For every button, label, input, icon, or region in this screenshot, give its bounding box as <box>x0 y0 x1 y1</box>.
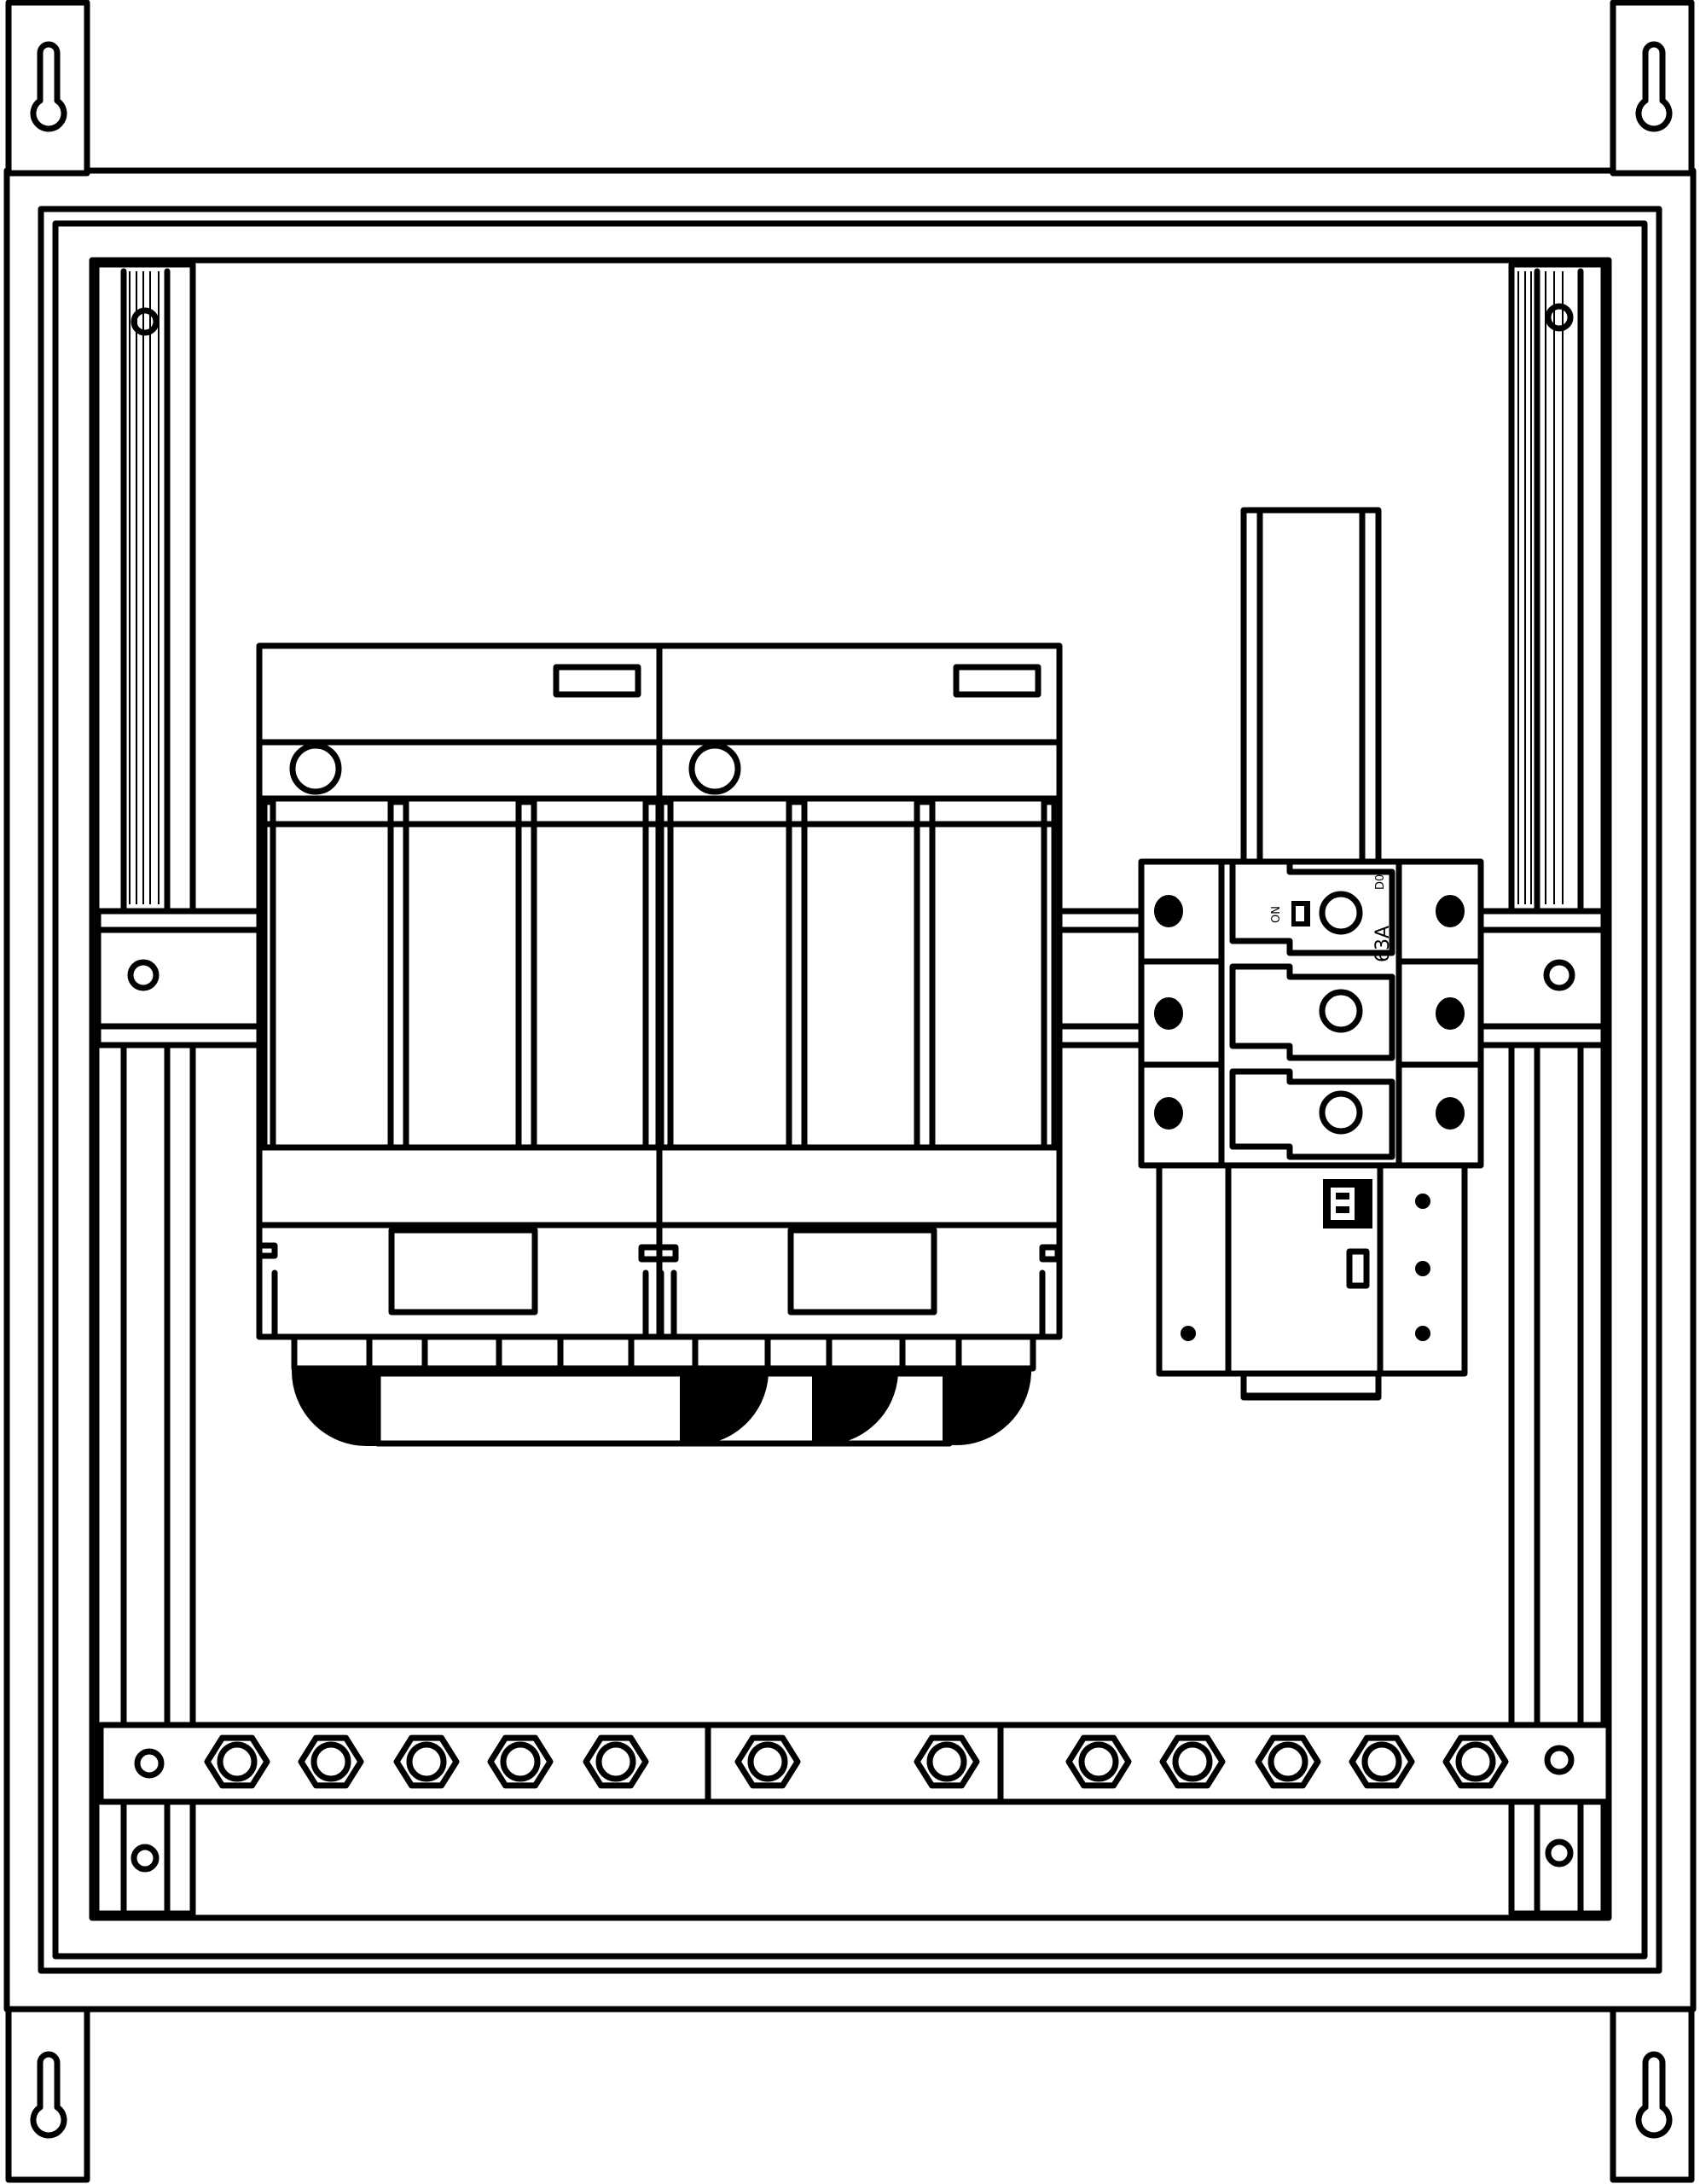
brand-logo <box>1323 1179 1372 1228</box>
mounting-hole <box>1415 1261 1430 1276</box>
keyhole-icon <box>1635 41 1673 132</box>
breaker-toggle <box>1319 1090 1363 1135</box>
terminal-busbar <box>97 1722 1612 1805</box>
mounting-hole <box>1415 1194 1430 1209</box>
door-frame <box>38 206 1662 1974</box>
indicator-window <box>553 664 641 698</box>
terminal-screw <box>289 742 342 795</box>
mounting-hole <box>1181 1326 1196 1341</box>
switch-state-label: ON <box>1270 906 1283 923</box>
terminal-screw <box>1154 1097 1183 1130</box>
terminal-screw <box>1436 997 1465 1030</box>
release-slot <box>1346 1248 1370 1289</box>
keyhole-icon <box>30 41 67 132</box>
busbar-screw <box>1544 1745 1575 1775</box>
terminal-nut <box>734 1734 801 1789</box>
mounting-frame <box>89 257 1612 1921</box>
left-vertical-rail <box>93 261 196 1917</box>
inner-frame <box>52 220 1648 1960</box>
right-vertical-rail <box>1508 261 1607 1917</box>
keyhole-icon <box>1635 2051 1673 2139</box>
outer-frame <box>3 167 1697 2013</box>
rail-screw <box>127 959 160 991</box>
keyhole-icon <box>30 2051 67 2139</box>
terminal-nut <box>204 1734 270 1789</box>
bracket-bottom-left <box>5 2006 90 2183</box>
enclosure <box>3 167 1697 2013</box>
terminal-nut <box>1442 1734 1509 1789</box>
rail-screw <box>1545 303 1574 332</box>
label-window <box>787 1227 937 1316</box>
terminal-screw <box>1154 895 1183 927</box>
rail-screw <box>131 307 160 336</box>
breaker-rating-label: 63A <box>1372 926 1394 962</box>
brand-logo <box>1291 901 1310 926</box>
breaker-code-label: D0 <box>1374 874 1387 890</box>
terminal-nut <box>1349 1734 1415 1789</box>
mounting-hole <box>1415 1326 1430 1341</box>
terminal-nut <box>1159 1734 1226 1789</box>
terminal-nut <box>583 1734 649 1789</box>
terminal-nut <box>1065 1734 1132 1789</box>
terminal-screw <box>1154 997 1183 1030</box>
terminal-screw <box>688 742 741 795</box>
surge-protector-module <box>256 642 1063 1447</box>
rail-screw <box>1545 1838 1574 1867</box>
breaker-toggle <box>1319 989 1363 1033</box>
busbar-end <box>292 1366 380 1446</box>
terminal-nut <box>914 1734 980 1789</box>
label-window <box>388 1227 538 1316</box>
rail-screw <box>1543 959 1575 991</box>
bracket-bottom-right <box>1610 2006 1695 2183</box>
rail-screw <box>131 1844 160 1873</box>
busbar-end <box>943 1371 1032 1445</box>
bracket-top-right <box>1610 0 1695 177</box>
terminal-screw <box>1436 895 1465 927</box>
terminal-nut <box>298 1734 364 1789</box>
terminal-nut <box>393 1734 460 1789</box>
terminal-nut <box>487 1734 554 1789</box>
bracket-top-left <box>5 0 90 177</box>
indicator-window <box>953 664 1041 698</box>
circuit-breaker: ON D0 63A <box>1138 858 1484 1399</box>
busbar-screw <box>134 1748 165 1779</box>
mounting-brackets <box>5 0 1695 2183</box>
terminal-nut <box>1255 1734 1321 1789</box>
terminal-screw <box>1436 1097 1465 1130</box>
breaker-toggle <box>1319 891 1363 935</box>
